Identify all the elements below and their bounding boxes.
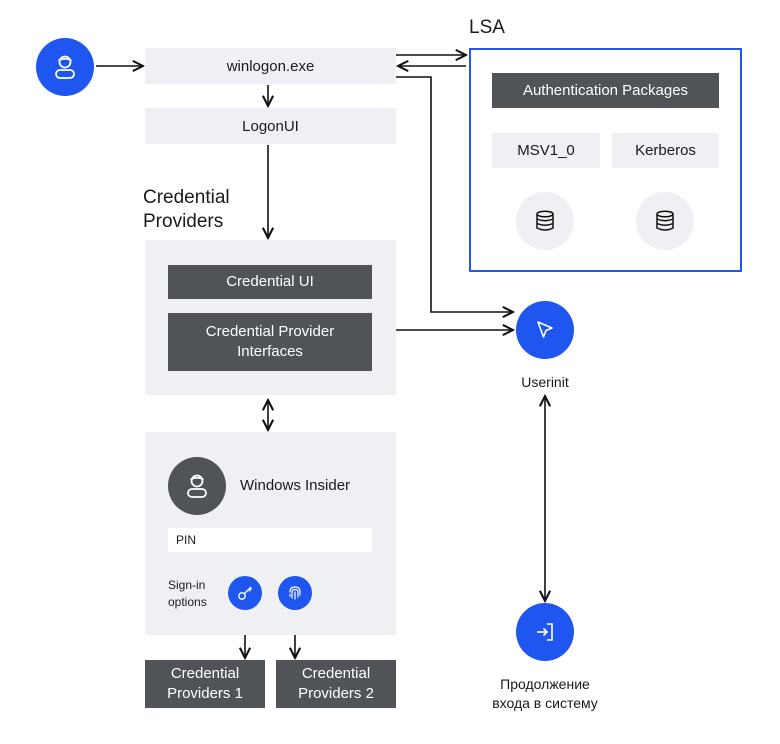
- key-icon: [238, 586, 253, 600]
- authentication-packages-node: Authentication Packages: [492, 73, 719, 108]
- signin-options-label: Sign-in options: [168, 578, 207, 609]
- database-icon: [656, 210, 674, 231]
- credential-providers-title: Credential Providers: [143, 187, 230, 232]
- arrow-winlogon-userinit: [396, 76, 513, 312]
- credential-provider-interfaces-node: Credential Provider Interfaces: [168, 313, 372, 371]
- userinit-node: [516, 301, 574, 359]
- credential-providers-1-node: Credential Providers 1: [145, 660, 265, 708]
- user-icon: [187, 474, 207, 498]
- logonui-node: LogonUI: [145, 108, 396, 144]
- user-start-node: [36, 38, 94, 96]
- lsa-title: LSA: [469, 17, 505, 38]
- fingerprint-signin-button[interactable]: [278, 576, 312, 610]
- authentication-packages-label: Authentication Packages: [522, 81, 689, 99]
- msv-database-node: [516, 192, 574, 250]
- kerberos-node: Kerberos: [612, 133, 719, 168]
- msv1-0-label: MSV1_0: [517, 142, 575, 159]
- credential-ui-node: Credential UI: [168, 265, 372, 299]
- logonui-label: LogonUI: [242, 117, 299, 135]
- winlogon-node: winlogon.exe: [145, 48, 396, 84]
- windows-insider-avatar: [168, 457, 226, 515]
- credential-providers-2-node: Credential Providers 2: [276, 660, 396, 708]
- fingerprint-icon: [289, 586, 301, 600]
- kerberos-label: Kerberos: [635, 142, 696, 159]
- continue-login-label: Продолжение входа в систему: [492, 676, 598, 711]
- pin-field[interactable]: PIN: [168, 528, 372, 552]
- continue-login-node: [516, 603, 574, 661]
- cursor-icon: [537, 321, 553, 338]
- kerberos-database-node: [636, 192, 694, 250]
- user-icon: [55, 55, 75, 79]
- key-signin-button[interactable]: [228, 576, 262, 610]
- login-icon: [537, 623, 553, 641]
- msv1-0-node: MSV1_0: [492, 133, 600, 168]
- pin-label: PIN: [176, 533, 197, 547]
- credential-ui-label: Credential UI: [226, 273, 314, 290]
- database-icon: [536, 210, 554, 231]
- windows-insider-label: Windows Insider: [240, 477, 351, 494]
- userinit-label: Userinit: [521, 374, 569, 390]
- winlogon-label: winlogon.exe: [226, 57, 315, 75]
